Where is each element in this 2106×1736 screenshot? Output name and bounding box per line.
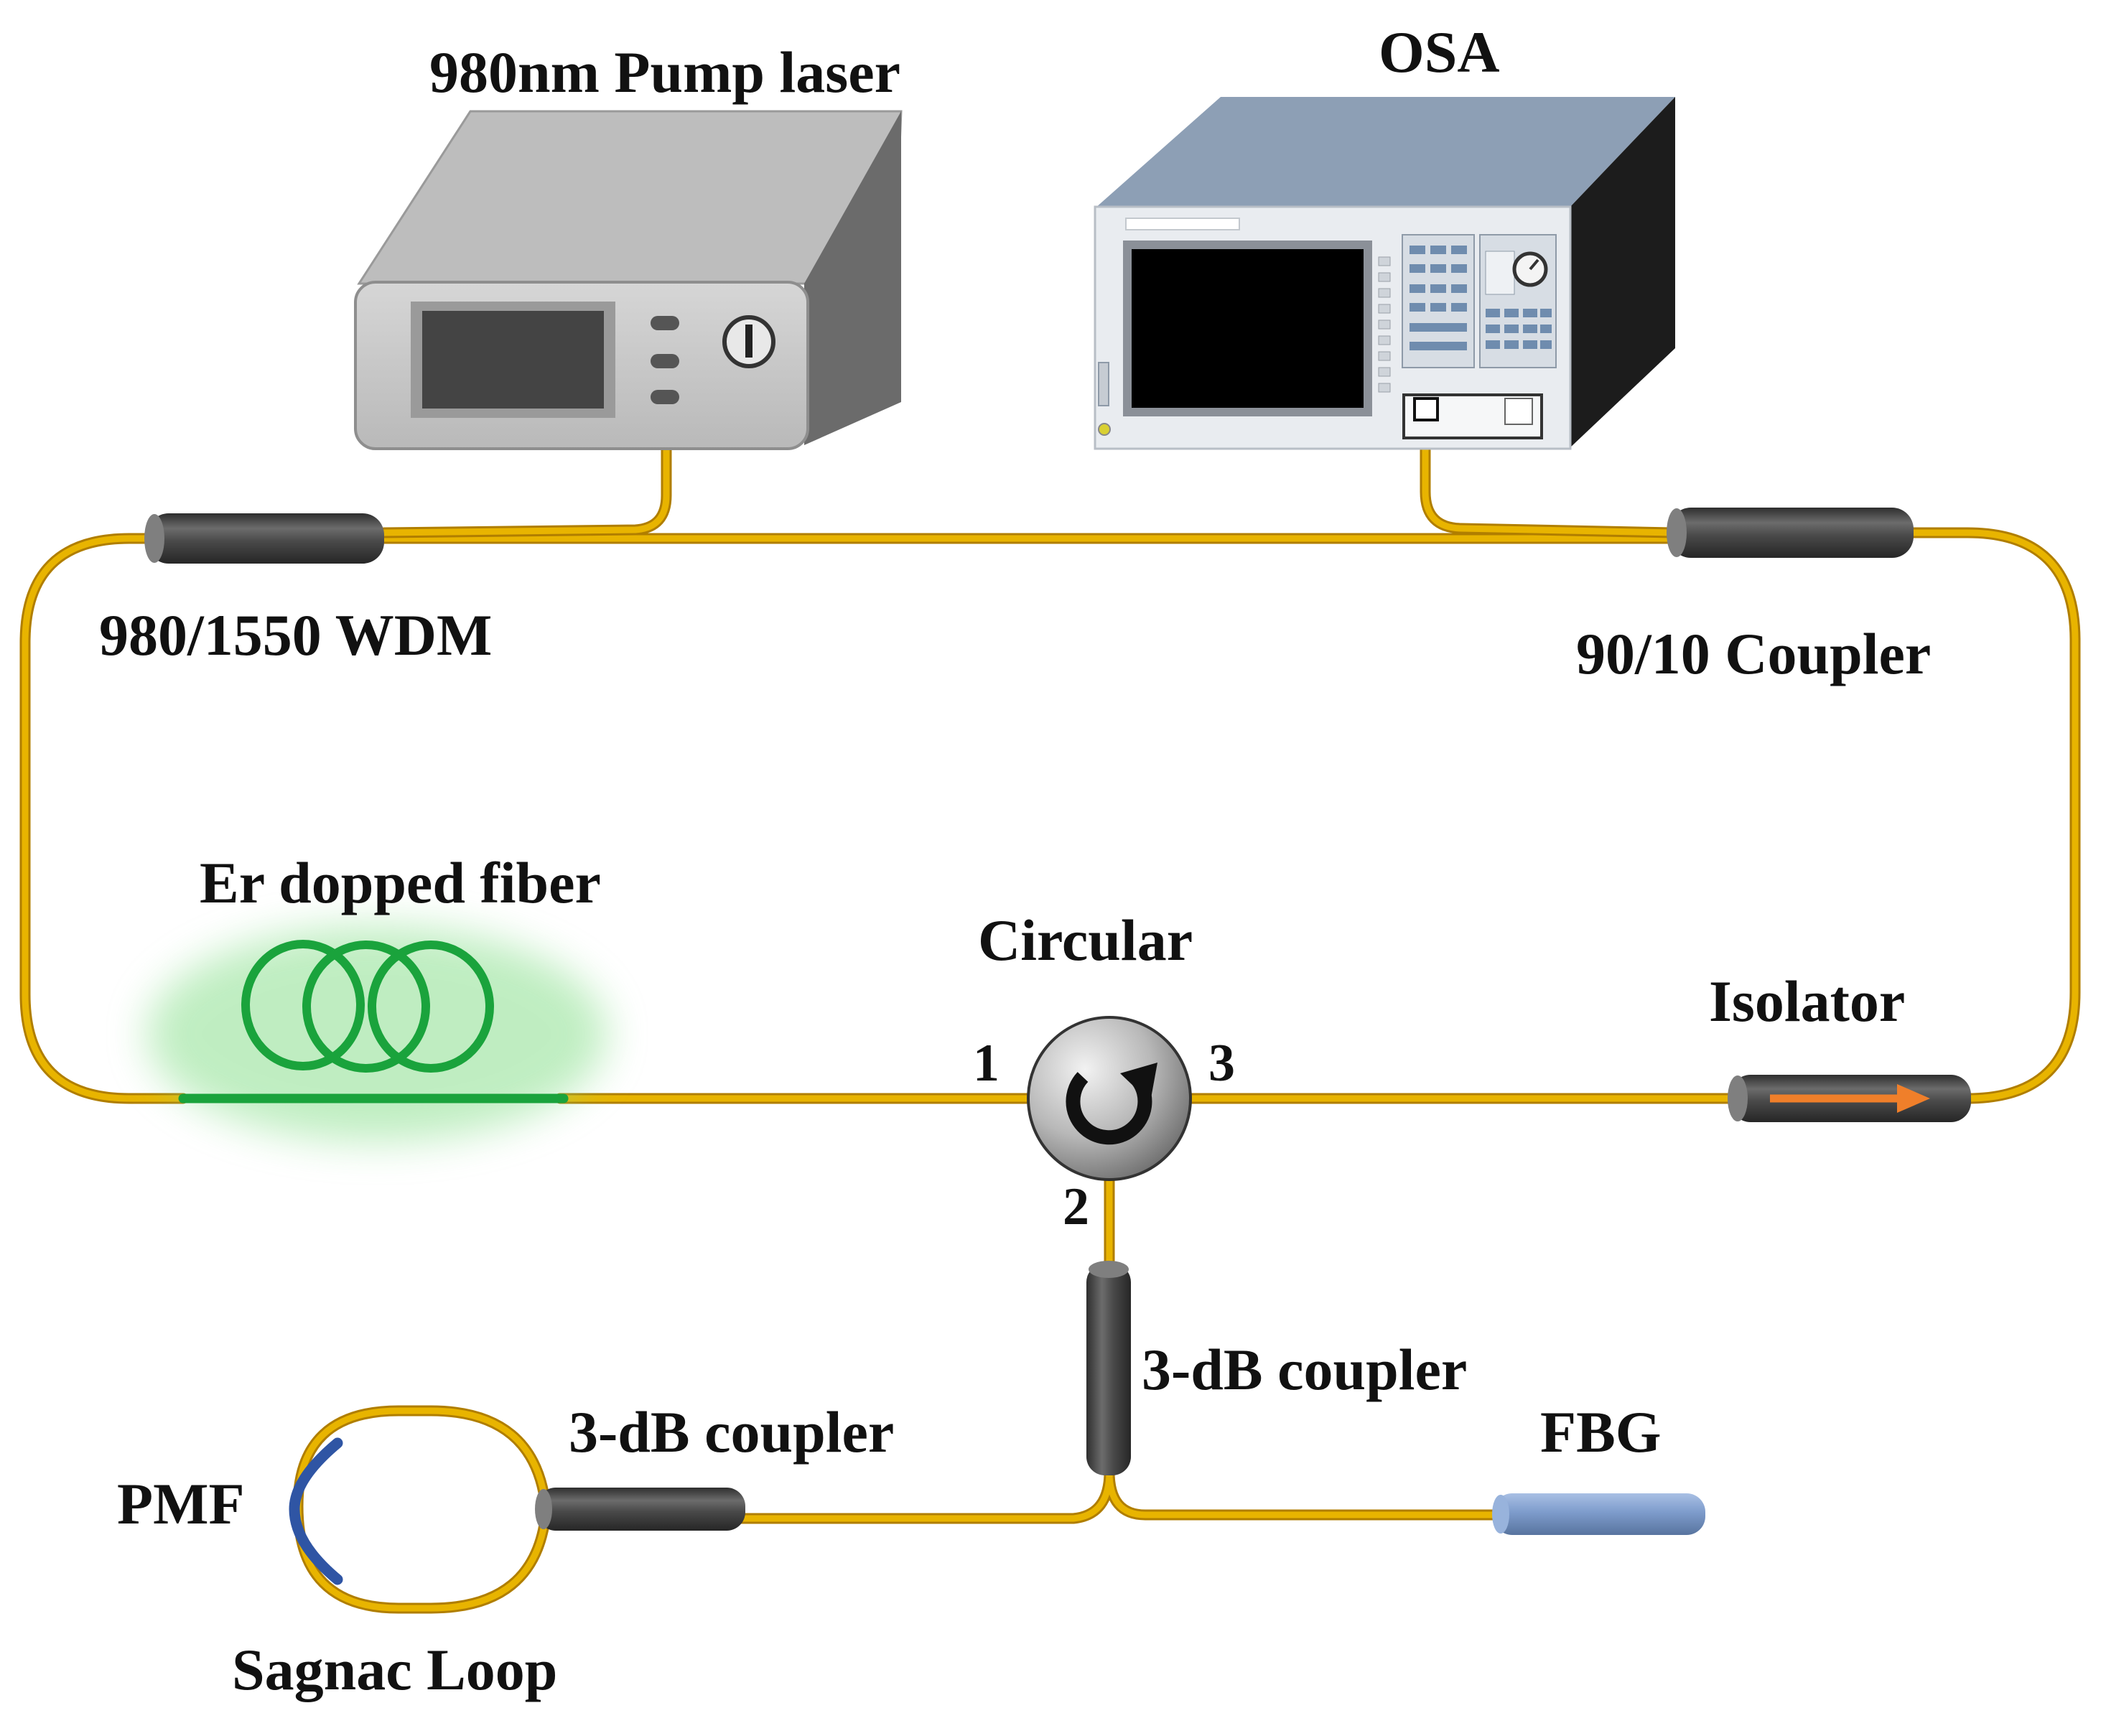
label-pump-laser: 980nm Pump laser (429, 39, 900, 105)
label-osa: OSA (1379, 19, 1500, 85)
right-arrow-icon (1770, 1084, 1930, 1113)
osa-input-port[interactable] (1413, 397, 1439, 421)
coupler-3db-sagnac (535, 1488, 745, 1531)
fbg (1492, 1493, 1705, 1535)
pmf-segment (289, 1437, 343, 1585)
pump-laser-button[interactable] (651, 316, 679, 330)
label-circulator: Circular (978, 907, 1193, 973)
label-wdm: 980/1550 WDM (99, 602, 492, 668)
label-isolator: Isolator (1709, 969, 1905, 1034)
label-coupler-3db-lower: 3-dB coupler (569, 1399, 894, 1465)
label-coupler-3db-upper: 3-dB coupler (1142, 1337, 1467, 1402)
label-fbg: FBG (1540, 1399, 1662, 1465)
label-pmf: PMF (117, 1471, 245, 1536)
coupler-3db-vertical (1086, 1261, 1131, 1475)
label-port-1: 1 (973, 1034, 1000, 1093)
label-er-fiber: Er dopped fiber (200, 850, 601, 915)
label-port-2: 2 (1063, 1177, 1089, 1236)
branch-fibers (734, 1172, 1503, 1524)
wdm-coupler (144, 513, 384, 564)
circular-arrow-icon (1066, 1063, 1157, 1145)
ring-fiber (19, 527, 2081, 1104)
osa-keypad[interactable] (1402, 234, 1557, 368)
label-port-3: 3 (1208, 1034, 1235, 1093)
osa-lead-fiber (1420, 409, 1679, 538)
pump-laser-button[interactable] (651, 354, 679, 368)
label-coupler-90-10: 90/10 Coupler (1576, 621, 1931, 686)
pump-laser-output-port[interactable] (651, 390, 679, 404)
circulator (1027, 1016, 1192, 1181)
pump-lead-fiber (378, 395, 672, 538)
er-doped-fiber (147, 926, 607, 1142)
pump-laser (354, 110, 903, 450)
osa-instrument (1094, 97, 1675, 450)
isolator (1728, 1075, 1971, 1122)
sagnac-loop (289, 1405, 551, 1614)
coupler-90-10 (1667, 508, 1914, 558)
label-sagnac-loop: Sagnac Loop (232, 1637, 557, 1702)
